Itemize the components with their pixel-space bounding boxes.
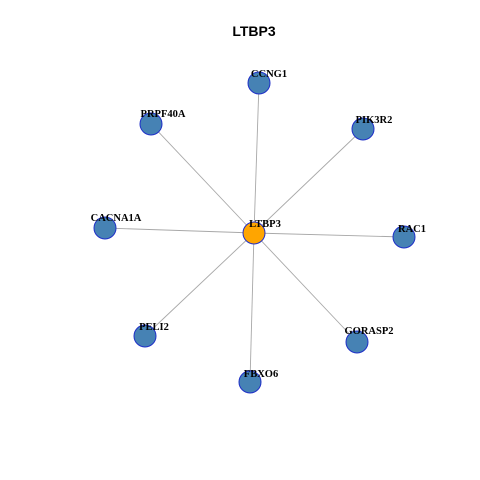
node-cacna1a: [93, 216, 117, 240]
node-label-gorasp2: GORASP2: [344, 326, 393, 337]
diagram-title: LTBP3: [232, 23, 276, 39]
node-fbxo6: [238, 370, 262, 394]
edge-ltbp3-pik3r2: [253, 128, 364, 234]
node-label-rac1: RAC1: [398, 224, 426, 235]
node-label-cacna1a: CACNA1A: [91, 213, 142, 224]
node-gorasp2: [345, 330, 369, 354]
node-label-peli2: PELI2: [139, 322, 169, 333]
node-label-ccng1: CCNG1: [251, 69, 287, 80]
node-peli2: [133, 324, 157, 348]
nodes-layer: [93, 71, 416, 394]
edge-ltbp3-fbxo6: [249, 232, 255, 383]
edge-ltbp3-prpf40a: [150, 123, 255, 234]
edge-ltbp3-peli2: [144, 232, 255, 337]
edge-ltbp3-gorasp2: [253, 232, 358, 343]
node-pik3r2: [351, 117, 375, 141]
edge-ltbp3-ccng1: [253, 82, 260, 234]
edge-ltbp3-cacna1a: [104, 227, 255, 234]
node-prpf40a: [139, 112, 163, 136]
node-label-pik3r2: PIK3R2: [356, 115, 393, 126]
node-ltbp3: [242, 221, 266, 245]
node-label-ltbp3: LTBP3: [249, 219, 281, 230]
edges-layer: [104, 82, 405, 383]
node-label-fbxo6: FBXO6: [244, 369, 278, 380]
node-label-prpf40a: PRPF40A: [141, 109, 186, 120]
node-rac1: [392, 225, 416, 249]
node-ccng1: [247, 71, 271, 95]
edge-ltbp3-rac1: [253, 232, 405, 238]
